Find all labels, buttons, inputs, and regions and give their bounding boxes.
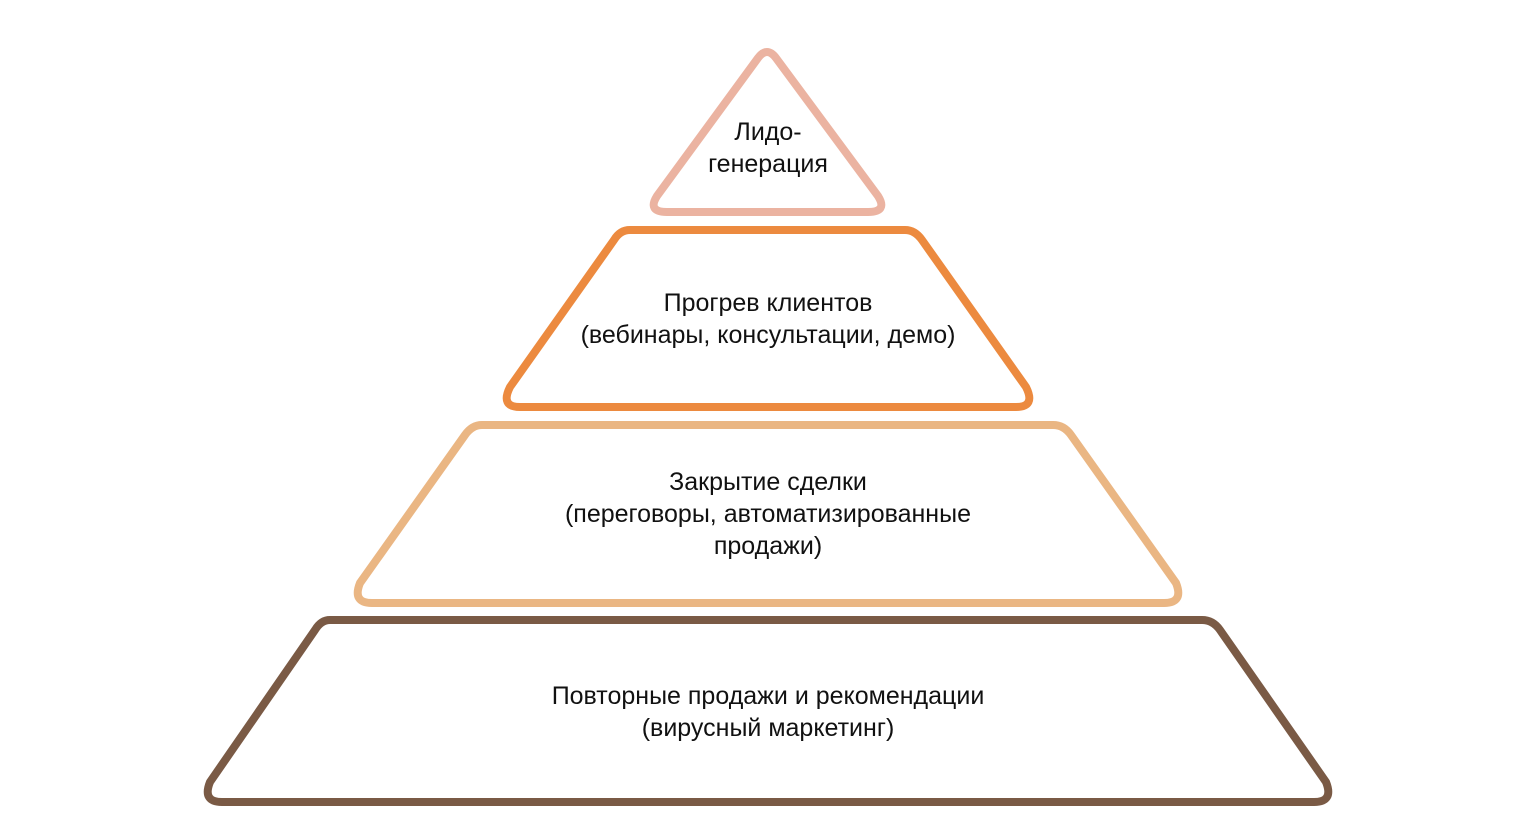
label-line: (вирусный маркетинг) (641, 714, 895, 742)
label-line: Лидо- (734, 118, 802, 146)
label-line: Прогрев клиентов (663, 289, 873, 317)
pyramid-level-2-shape (502, 226, 1034, 411)
label-line: Закрытие сделки (669, 468, 867, 496)
label-line: генерация (708, 150, 828, 178)
pyramid-level-1-shape (649, 48, 886, 216)
pyramid-level-3-label: Закрытие сделки (переговоры, автоматизир… (0, 466, 1536, 562)
pyramid-level-4-label: Повторные продажи и рекомендации (вирусн… (0, 680, 1536, 744)
label-line: Повторные продажи и рекомендации (551, 682, 985, 710)
label-line: (вебинары, консультации, демо) (580, 321, 956, 349)
label-line: продажи) (713, 532, 823, 560)
pyramid-level-4-shape (203, 616, 1333, 806)
pyramid-level-1-label: Лидо- генерация (0, 116, 1536, 180)
label-line: (переговоры, автоматизированные (564, 500, 971, 528)
pyramid-level-3-shape (353, 421, 1183, 607)
pyramid-level-2-label: Прогрев клиентов (вебинары, консультации… (0, 287, 1536, 351)
